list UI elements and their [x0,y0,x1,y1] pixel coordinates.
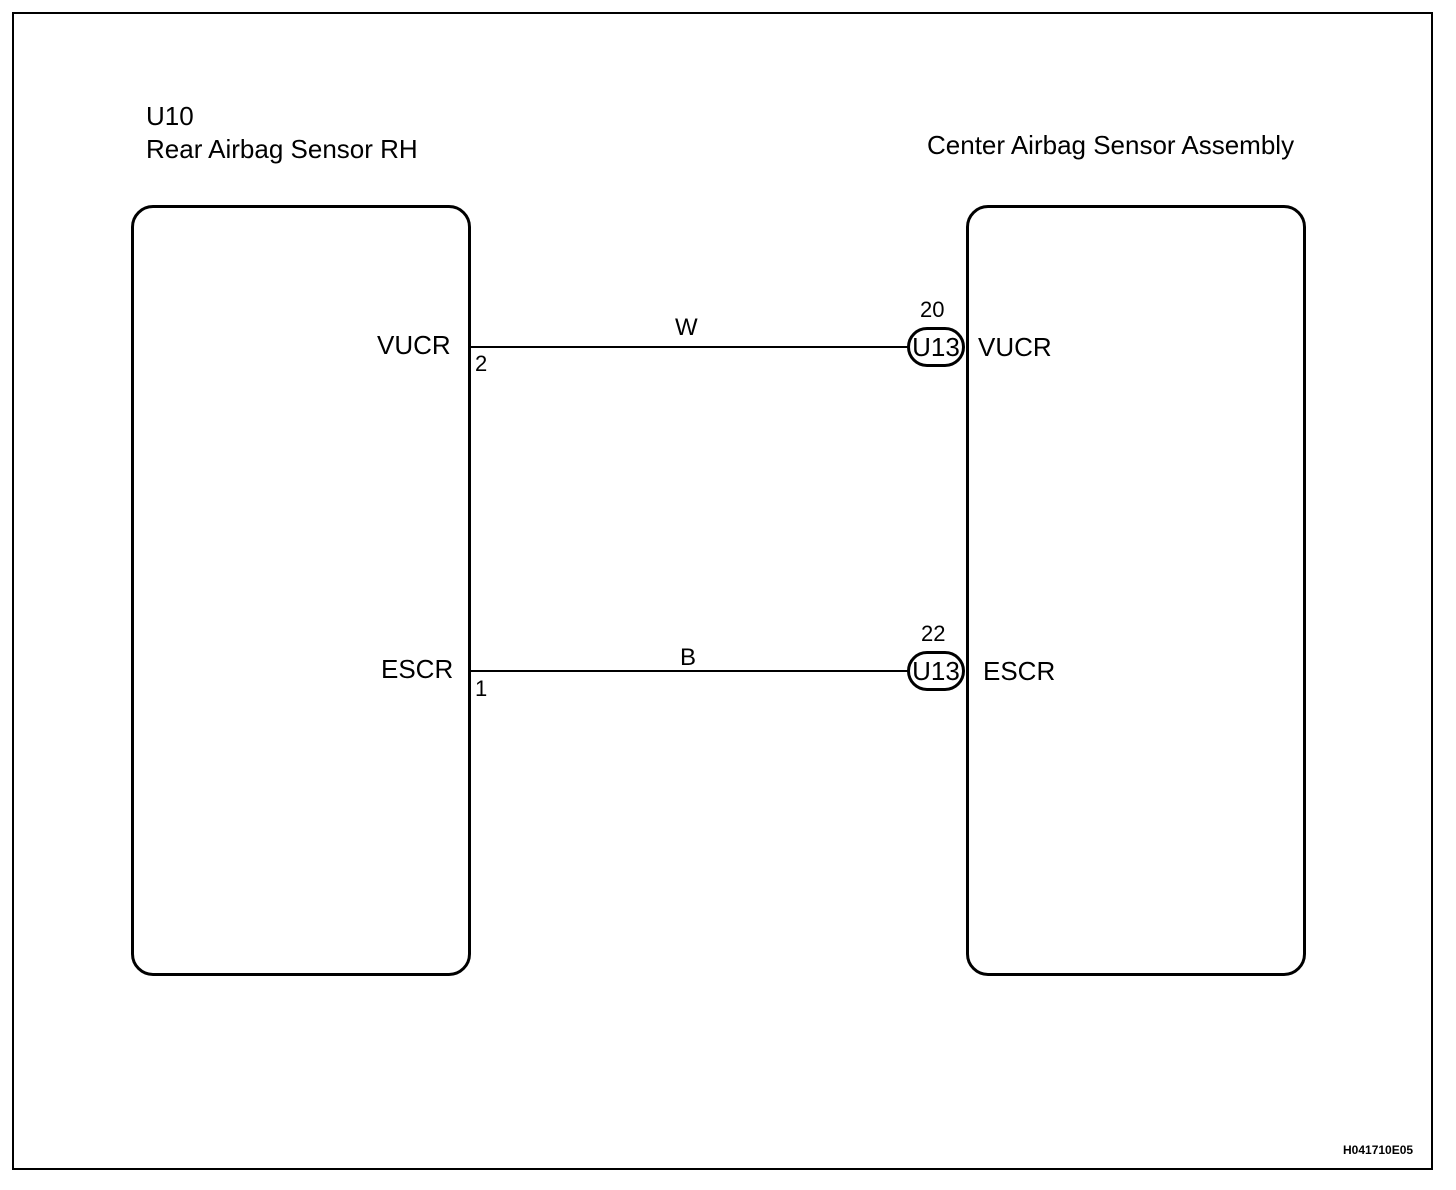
right-pin-number-vucr: 20 [920,297,945,322]
right-pin-number-escr: 22 [921,621,946,646]
left-component-box [131,205,471,976]
figure-code: H041710E05 [1343,1143,1414,1157]
left-pin-number-escr: 1 [475,676,488,701]
left-pin-number-vucr: 2 [475,351,488,376]
connector-id-escr: U13 [912,655,960,686]
left-component-code: U10 [146,101,194,131]
right-component-name: Center Airbag Sensor Assembly [927,130,1295,160]
right-terminal-label-escr: ESCR [983,656,1056,686]
diagram-frame [12,12,1433,1170]
wire-escr [470,670,910,672]
wire-vucr [470,346,910,348]
right-terminal-label-vucr: VUCR [978,332,1052,362]
right-component-box [966,205,1306,976]
left-terminal-label-escr: ESCR [381,654,454,684]
connector-u13-vucr: U13 [907,327,965,367]
connector-u13-escr: U13 [907,651,965,691]
wire-color-vucr: W [675,314,698,341]
left-component-name: Rear Airbag Sensor RH [146,134,418,164]
left-terminal-label-vucr: VUCR [377,330,451,360]
connector-id-vucr: U13 [912,331,960,362]
wire-color-escr: B [680,644,697,671]
